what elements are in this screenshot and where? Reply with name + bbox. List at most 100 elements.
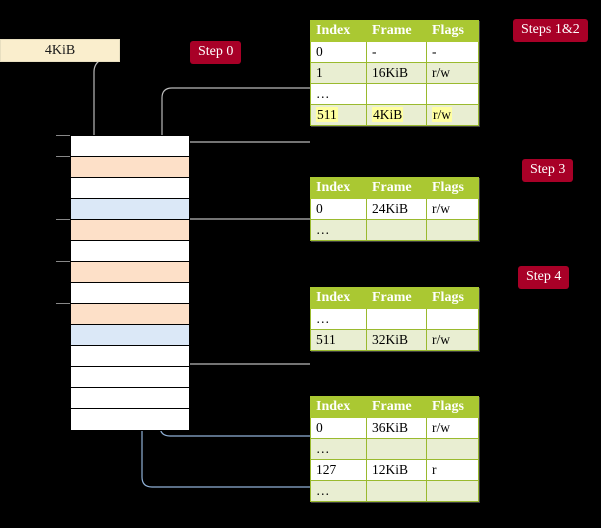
table-cell-frame — [366, 438, 427, 460]
table-cell-frame: 16KiB — [366, 62, 427, 84]
column-header-flags: Flags — [426, 177, 479, 199]
badge-step-4: Step 4 — [518, 266, 570, 289]
memory-frame-cell — [71, 220, 189, 241]
table-cell-frame — [366, 219, 427, 241]
column-header-index: Index — [310, 20, 367, 42]
table-cell-flags — [426, 480, 479, 502]
table-cell-flags: r/w — [426, 104, 479, 126]
column-header-frame: Frame — [366, 20, 427, 42]
memory-frame-cell — [71, 241, 189, 262]
table-cell-index: 1 — [310, 62, 367, 84]
column-header-index: Index — [310, 177, 367, 199]
table-cell-index: … — [310, 480, 367, 502]
memory-frame-cell — [71, 283, 189, 304]
highlighted-value: 511 — [316, 107, 338, 122]
memory-frame-cell — [71, 304, 189, 325]
table-cell-flags — [426, 308, 479, 330]
table-cell-flags: r/w — [426, 62, 479, 84]
memory-frame-stack — [70, 135, 190, 431]
highlighted-value: 4KiB — [372, 107, 404, 122]
memory-frame-cell — [71, 325, 189, 346]
column-header-index: Index — [310, 396, 367, 418]
source-frame-box: 4KiB — [0, 39, 120, 62]
table-cell-index: … — [310, 308, 367, 330]
table-cell-flags: - — [426, 41, 479, 63]
table-cell-index: 511 — [310, 329, 367, 351]
memory-frame-cell — [71, 157, 189, 178]
memory-frame-cell — [71, 199, 189, 220]
badge-step-4-label: Step 4 — [526, 269, 562, 284]
table-cell-flags — [426, 438, 479, 460]
stack-tick — [56, 135, 70, 136]
table-cell-frame: 12KiB — [366, 459, 427, 481]
memory-frame-cell — [71, 346, 189, 367]
table-row: 0-- — [310, 41, 479, 63]
badge-steps-1-2: Steps 1&2 — [513, 19, 588, 42]
table-cell-index: … — [310, 83, 367, 105]
badge-step-3: Step 3 — [522, 159, 574, 182]
stack-tick — [56, 219, 70, 220]
table-cell-flags: r/w — [426, 417, 479, 439]
column-header-flags: Flags — [426, 20, 479, 42]
table-row: … — [310, 219, 479, 241]
table-cell-frame: 4KiB — [366, 104, 427, 126]
table-cell-flags — [426, 83, 479, 105]
table-cell-frame — [366, 83, 427, 105]
stack-tick — [56, 261, 70, 262]
table-cell-frame: 36KiB — [366, 417, 427, 439]
table-cell-flags — [426, 219, 479, 241]
table-row: 511 4KiB r/w — [310, 104, 479, 126]
table-row: … — [310, 480, 479, 502]
column-header-index: Index — [310, 287, 367, 309]
table-cell-flags: r/w — [426, 198, 479, 220]
table-cell-index: 0 — [310, 198, 367, 220]
memory-frame-cell — [71, 262, 189, 283]
column-header-flags: Flags — [426, 396, 479, 418]
table-cell-index: 0 — [310, 417, 367, 439]
table-cell-frame: - — [366, 41, 427, 63]
table-cell-flags: r/w — [426, 329, 479, 351]
table-cell-index: 511 — [310, 104, 367, 126]
table-cell-frame — [366, 308, 427, 330]
table-cell-index: 127 — [310, 459, 367, 481]
table-cell-index: … — [310, 219, 367, 241]
stack-tick — [56, 156, 70, 157]
column-header-frame: Frame — [366, 287, 427, 309]
badge-step-0: Step 0 — [190, 41, 242, 64]
badge-steps-1-2-label: Steps 1&2 — [521, 22, 580, 37]
table-row: … — [310, 438, 479, 460]
table-cell-frame — [366, 480, 427, 502]
memory-frame-cell — [71, 367, 189, 388]
stack-tick — [56, 303, 70, 304]
table-cell-flags: r — [426, 459, 479, 481]
badge-step-0-label: Step 0 — [198, 44, 234, 59]
highlighted-value: r/w — [432, 107, 452, 122]
source-frame-label: 4KiB — [44, 42, 76, 58]
memory-frame-cell — [71, 388, 189, 409]
table-row: … — [310, 83, 479, 105]
memory-frame-cell — [71, 178, 189, 199]
memory-frame-cell — [71, 136, 189, 157]
memory-frame-cell — [71, 409, 189, 430]
column-header-flags: Flags — [426, 287, 479, 309]
table-cell-frame: 24KiB — [366, 198, 427, 220]
table-cell-index: 0 — [310, 41, 367, 63]
badge-step-3-label: Step 3 — [530, 162, 566, 177]
table-cell-frame: 32KiB — [366, 329, 427, 351]
table-row: … — [310, 308, 479, 330]
column-header-frame: Frame — [366, 177, 427, 199]
table-cell-index: … — [310, 438, 367, 460]
